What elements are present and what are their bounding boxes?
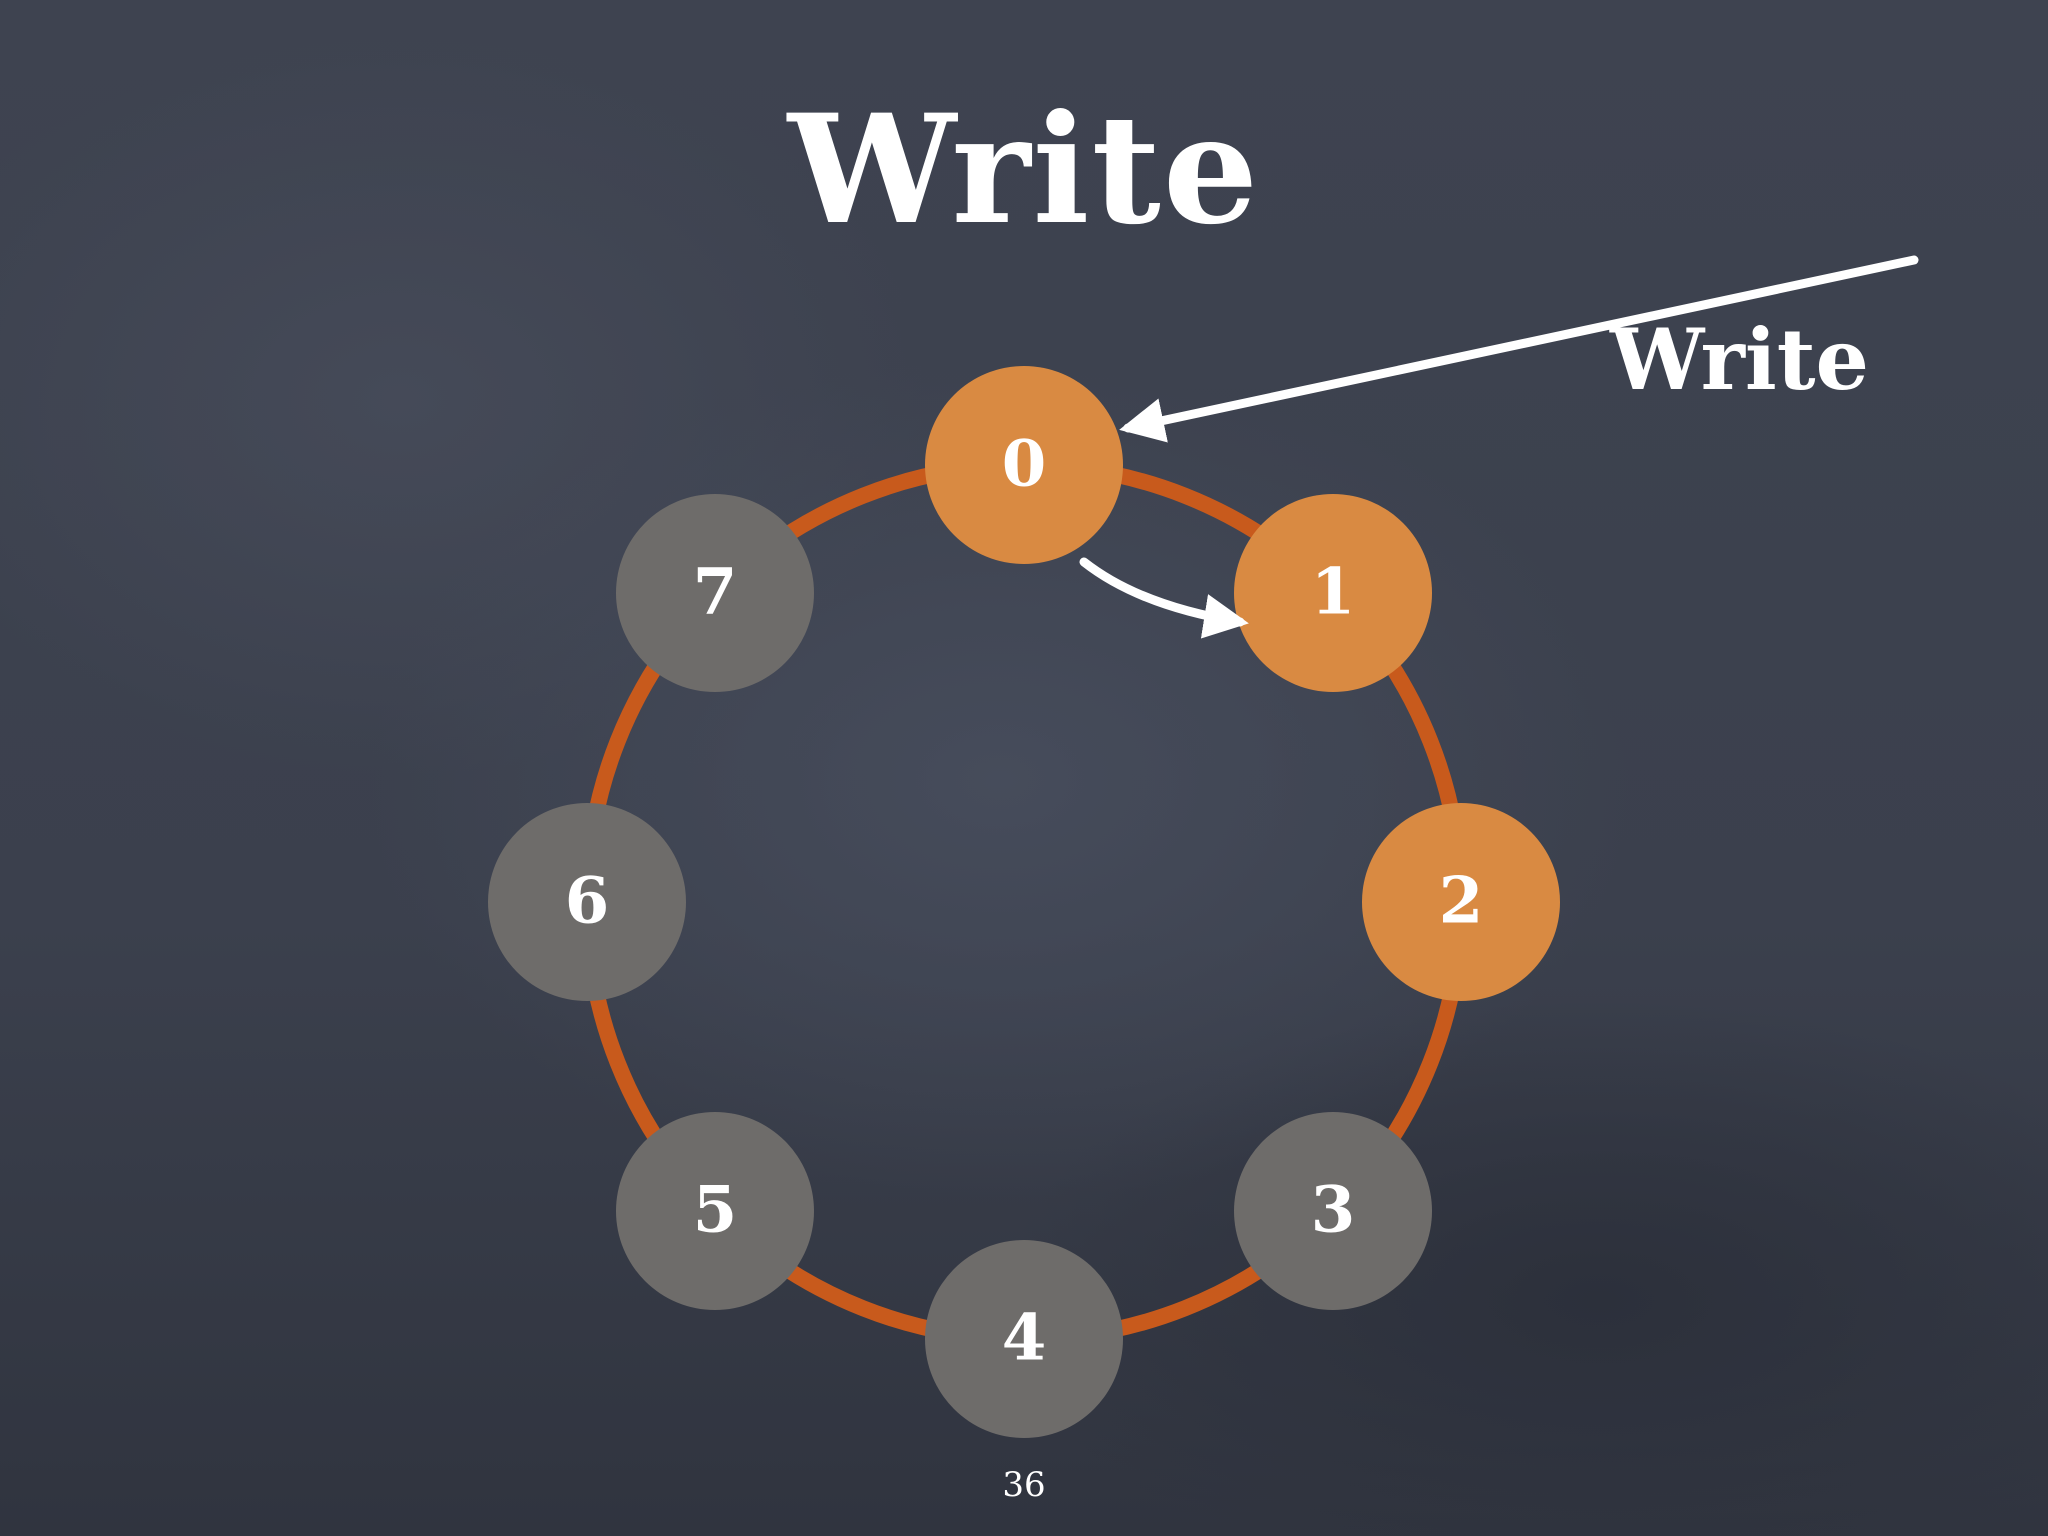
ring-node-7: 7	[615, 493, 814, 692]
node-circle	[488, 803, 686, 1001]
node-label: 0	[1002, 427, 1047, 502]
node-label: 2	[1439, 864, 1484, 939]
node-label: 5	[693, 1173, 738, 1248]
ring-node-4: 4	[925, 1240, 1123, 1438]
node-circle	[925, 1240, 1123, 1438]
ring-node-1: 1	[1234, 493, 1433, 692]
replication-arrow	[1079, 557, 1249, 639]
write-label: Write	[1610, 310, 1869, 409]
ring-nodes: 0 1 2 3 4 5 6 7	[488, 366, 1560, 1438]
write-arrow	[1119, 255, 1919, 443]
ring-node-3: 3	[1234, 1112, 1433, 1311]
ring-node-6: 6	[488, 803, 686, 1001]
node-label: 4	[1002, 1301, 1047, 1376]
slide-title: Write	[787, 82, 1261, 258]
ring-node-2: 2	[1362, 803, 1560, 1001]
ring-node-0: 0	[925, 366, 1123, 564]
node-circle	[1362, 803, 1560, 1001]
node-label: 1	[1311, 554, 1356, 629]
node-circle	[615, 1112, 814, 1311]
node-circle	[615, 493, 814, 692]
node-circle	[1234, 1112, 1433, 1311]
node-circle	[925, 366, 1123, 564]
node-label: 6	[565, 864, 610, 939]
node-label: 7	[693, 554, 738, 629]
page-number: 36	[1002, 1465, 1046, 1505]
node-label: 3	[1311, 1173, 1356, 1248]
node-circle	[1234, 493, 1433, 692]
ring-node-5: 5	[615, 1112, 814, 1311]
